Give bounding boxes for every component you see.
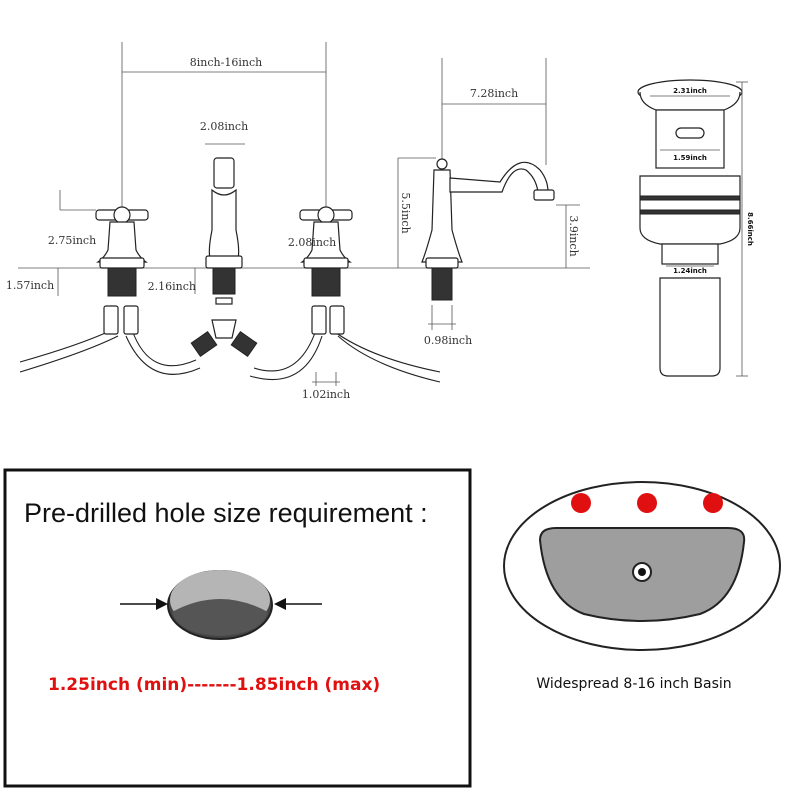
hole-illustration xyxy=(120,570,322,640)
drain-bottom-diameter-label: 1.24inch xyxy=(673,267,707,275)
reach-label: 7.28inch xyxy=(470,87,518,100)
side-spout: 7.28inch 5.5inch 3.9inch 0.98inch xyxy=(397,58,580,347)
spout-thread-label: 0.98inch xyxy=(424,334,472,347)
supply-hoses xyxy=(19,305,441,383)
shank-diameter-label: 1.02inch xyxy=(302,388,350,401)
right-handle: 2.08inch 1.02inch xyxy=(288,206,353,401)
drain-top-diameter-label: 2.31inch xyxy=(673,87,707,95)
hole-size-range: 1.25inch (min)-------1.85inch (max) xyxy=(48,675,380,695)
left-handle: 2.75inch 1.57inch xyxy=(6,190,149,297)
drain-mid-diameter-label: 1.59inch xyxy=(673,154,707,162)
hole-requirement-panel: Pre-drilled hole size requirement : 1.25… xyxy=(3,468,472,788)
basin-label: Widespread 8-16 inch Basin xyxy=(536,676,731,692)
total-height-label: 5.5inch xyxy=(399,192,412,233)
arrow-right-icon xyxy=(156,598,168,610)
arrow-left-icon xyxy=(274,598,286,610)
thread-center-label: 2.16inch xyxy=(148,280,196,293)
hole-requirement-title: Pre-drilled hole size requirement : xyxy=(24,498,428,528)
faucet-hole-left xyxy=(571,493,591,513)
faucet-hole-right xyxy=(703,493,723,513)
spread-dimension-label: 8inch-16inch xyxy=(190,56,262,69)
center-spout: 2.08inch 2.16inch xyxy=(148,120,248,305)
faucet-hole-center xyxy=(637,493,657,513)
spout-height-label: 2.08inch xyxy=(200,120,248,133)
spout-clearance-label: 3.9inch xyxy=(567,215,580,256)
thread-left-label: 1.57inch xyxy=(6,279,54,292)
basin-illustration: Widespread 8-16 inch Basin xyxy=(503,481,781,692)
drain-height-label: 8.66inch xyxy=(746,212,754,246)
handle-height-label: 2.75inch xyxy=(48,234,96,247)
drain-diagram: 2.31inch 1.59inch 1.24inch 8.66inch xyxy=(637,79,754,377)
handle-height2-label: 2.08inch xyxy=(288,236,336,249)
faucet-diagram: 8inch-16inch 2.08inch 2.16inch 2.75inch … xyxy=(6,42,590,401)
